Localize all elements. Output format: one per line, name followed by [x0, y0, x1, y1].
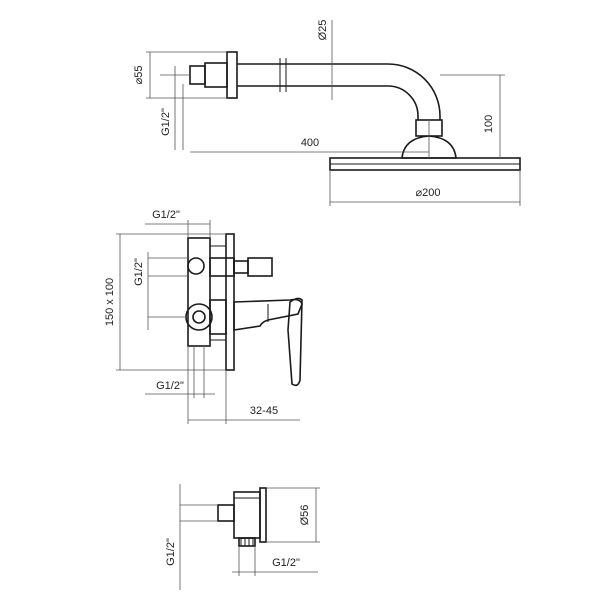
dim-mixer-depth: 32-45	[250, 405, 278, 417]
arm-pipe-inner	[237, 85, 419, 120]
upper-outlet-cap	[247, 257, 273, 277]
shower-arm-dimensions: ⌀55 G1/2" Ø25 400 100 ⌀200	[133, 20, 521, 206]
dim-pipe-diameter: Ø25	[317, 20, 329, 41]
outlet-nut	[187, 257, 205, 275]
arm-pipe-outer	[237, 63, 441, 120]
elbow-assembly	[217, 487, 267, 547]
upper-outlet-neck	[233, 260, 249, 274]
inlet-ring	[185, 303, 213, 331]
wall-flange	[226, 51, 238, 99]
mixer-assembly	[185, 233, 303, 387]
lever-handle	[287, 297, 303, 387]
dim-head-size: ⌀200	[416, 187, 441, 199]
elbow-wall-plate	[259, 487, 267, 543]
elbow-left-outlet	[217, 504, 235, 522]
mixer-dimensions: G1/2" 150 x 100 G1/2" G1/2" 32-45	[104, 209, 300, 424]
dim-elbow-thread-left: G1/2"	[165, 538, 177, 566]
elbow-bottom-outlet	[238, 537, 256, 547]
arm-connector	[204, 62, 228, 88]
dim-elbow-thread-bottom: G1/2"	[272, 557, 300, 569]
dim-arm-length: 400	[301, 137, 319, 149]
dim-arm-thread: G1/2"	[160, 108, 172, 136]
dim-elbow-diameter: Ø56	[299, 505, 311, 526]
dim-mixer-thread-top: G1/2"	[152, 209, 180, 221]
arm-thread-nipple	[189, 65, 206, 85]
dim-mixer-thread-bottom: G1/2"	[156, 380, 184, 392]
cartridge	[209, 299, 227, 335]
elbow-body	[233, 491, 261, 539]
dim-box-size: 150 x 100	[104, 278, 116, 326]
mixer-wall-plate	[225, 233, 235, 371]
dim-wall-diameter: ⌀55	[133, 66, 145, 85]
dim-mixer-thread-side: G1/2"	[133, 258, 145, 286]
dim-arm-height: 100	[483, 115, 495, 133]
upper-outlet	[209, 257, 235, 277]
mixer-box	[187, 237, 211, 347]
elbow-dimensions: Ø56 G1/2" G1/2"	[165, 484, 320, 590]
inlet-ring-inner	[192, 310, 206, 324]
